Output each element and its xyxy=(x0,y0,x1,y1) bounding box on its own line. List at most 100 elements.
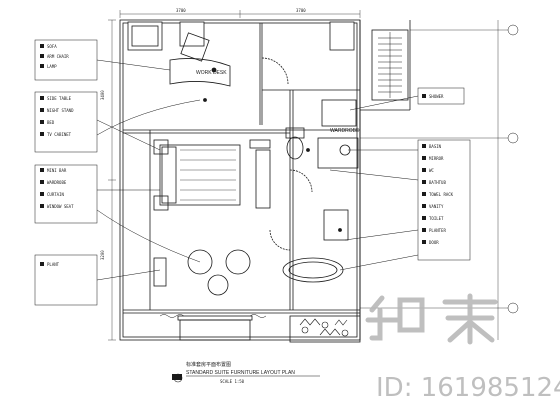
desk-curve xyxy=(169,58,231,87)
bathtub xyxy=(282,257,344,283)
armchair-right xyxy=(225,249,251,275)
toilet-tank xyxy=(285,127,305,139)
door-swing xyxy=(289,169,313,193)
callout-marker xyxy=(40,204,44,208)
wardrobe-unit xyxy=(371,29,409,101)
callout-label-left: NIGHT STAND xyxy=(47,108,74,113)
watermark-id: ID: 161985124 xyxy=(376,373,560,403)
tv-cabinet-top xyxy=(249,139,271,149)
callout-box xyxy=(34,164,98,224)
column-top-left-inner xyxy=(131,25,159,47)
callout-marker xyxy=(40,262,44,266)
bed xyxy=(159,144,241,206)
shower-cubicle xyxy=(323,209,349,241)
vanity xyxy=(317,137,359,169)
title-en: STANDARD SUITE FURNITURE LAYOUT PLAN xyxy=(186,370,295,376)
callout-label-right: TOILET xyxy=(429,216,444,221)
callout-marker xyxy=(40,44,44,48)
round-table xyxy=(207,274,229,296)
planter-box xyxy=(289,315,361,343)
callout-marker xyxy=(40,180,44,184)
plant-leaves xyxy=(334,319,348,326)
leader-line xyxy=(339,254,419,271)
dim-text-right: 3700 xyxy=(296,8,306,13)
dim-text-side-2: 3200 xyxy=(100,250,105,260)
armchair-left xyxy=(187,249,213,275)
callout-marker xyxy=(40,64,44,68)
callout-label-left: TV CABINET xyxy=(47,132,72,137)
callout-label-left: ARM CHAIR xyxy=(47,54,69,59)
leader-line xyxy=(96,119,161,151)
callout-label-right: PLANTER xyxy=(429,228,446,233)
light-point xyxy=(211,67,217,73)
callout-label-left: WINDOW SEAT xyxy=(47,204,74,209)
armchair-desk xyxy=(180,32,210,62)
callout-box xyxy=(34,254,98,306)
dim-text-left: 3700 xyxy=(176,8,186,13)
light-point xyxy=(306,148,310,152)
callout-marker xyxy=(422,144,426,148)
callout-label-left: PLANT xyxy=(47,262,60,267)
callout-label-right: DOOR xyxy=(429,240,439,245)
leader-line xyxy=(96,99,201,136)
nightstand-bottom xyxy=(153,195,169,211)
grid-marker xyxy=(507,302,519,314)
bathtub-inner xyxy=(288,261,338,279)
callout-marker xyxy=(422,216,426,220)
title-scale: SCALE 1:50 xyxy=(220,379,245,384)
curtain xyxy=(159,314,185,318)
callout-marker xyxy=(40,132,44,136)
title-cn: 标准套房平面布置图 xyxy=(186,361,231,368)
brand-logo xyxy=(365,293,498,345)
outer-wall-inner xyxy=(122,22,358,338)
callout-label-right: VANITY xyxy=(429,204,444,209)
callout-box xyxy=(417,139,471,261)
callout-marker xyxy=(422,168,426,172)
callout-label-left: SOFA xyxy=(47,44,57,49)
callout-marker xyxy=(422,228,426,232)
callout-label-left: WARDROBE xyxy=(47,180,67,185)
callout-label-left: SIDE TABLE xyxy=(47,96,72,101)
leader-line xyxy=(344,229,419,241)
plant-leaves xyxy=(299,318,321,326)
callout-box xyxy=(34,39,98,81)
leader-line xyxy=(96,59,171,71)
callout-label-right: WC xyxy=(429,168,434,173)
callout-marker xyxy=(422,192,426,196)
callout-marker xyxy=(40,120,44,124)
callout-box xyxy=(34,91,98,153)
column-top-right xyxy=(329,21,355,51)
callout-marker xyxy=(40,192,44,196)
callout-label-right: BASIN xyxy=(429,144,442,149)
grid-marker xyxy=(507,132,519,144)
callout-label-left: CURTAIN xyxy=(47,192,64,197)
label-wardrobe: WARDROBE xyxy=(330,128,360,134)
callout-marker xyxy=(422,156,426,160)
leader-line xyxy=(349,95,419,111)
label-desk: WORK DESK xyxy=(196,70,227,76)
curtain xyxy=(249,314,267,318)
door-swing xyxy=(269,229,291,251)
window-sill xyxy=(177,315,253,321)
minibar xyxy=(153,257,167,287)
callout-marker xyxy=(40,96,44,100)
leader-line xyxy=(96,209,201,263)
callout-marker xyxy=(422,240,426,244)
callout-label-left: MINI BAR xyxy=(47,168,67,173)
callout-marker xyxy=(422,180,426,184)
callout-label-right: BATHTUB xyxy=(429,180,446,185)
callout-marker xyxy=(422,204,426,208)
door-swing xyxy=(261,57,289,85)
grid-marker xyxy=(507,24,519,36)
callout-label-right: SHOWER xyxy=(429,94,444,99)
callout-label-left: LAMP xyxy=(47,64,57,69)
title-marker-fill xyxy=(172,374,182,380)
shower-area xyxy=(321,99,357,127)
callout-marker xyxy=(40,54,44,58)
dim-text-side-1: 3400 xyxy=(100,90,105,100)
column-top-left xyxy=(127,21,163,51)
callout-marker xyxy=(40,168,44,172)
callout-label-right: MIRROR xyxy=(429,156,444,161)
